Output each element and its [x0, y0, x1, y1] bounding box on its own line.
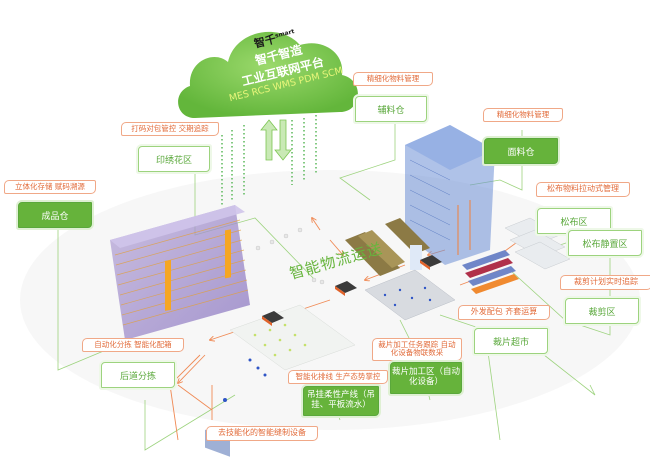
cut-piece-market-label[interactable]: 裁片超市	[474, 328, 548, 354]
agv-robot-icon	[335, 281, 357, 296]
loosening-area-label[interactable]: 松布区	[537, 208, 611, 234]
resting-area-slabs	[504, 217, 571, 270]
material-bins	[255, 227, 325, 285]
cutting-area-label[interactable]: 裁剪区	[565, 298, 639, 324]
data-stream-lines	[221, 115, 317, 205]
finished-goods-rack-illustration	[110, 205, 250, 340]
sync-arrows-icon	[260, 119, 292, 161]
brand-en: smart	[274, 28, 296, 40]
cut-piece-market-illustration	[364, 269, 456, 321]
printing-area-tag: 打码对包管控 交期追踪	[121, 122, 219, 137]
cutting-machines-illustration	[462, 250, 519, 294]
sewing-equipment-tag: 去技能化的智能缝制设备	[206, 426, 318, 441]
cut-piece-processing-label[interactable]: 裁片加工区（自动化设备）	[390, 362, 462, 394]
finished-warehouse-tag: 立体化存储 赋码溯源	[4, 180, 96, 195]
accessory-warehouse-label[interactable]: 辅料仓	[355, 96, 427, 122]
fabric-warehouse-label[interactable]: 面料仓	[484, 138, 558, 164]
cloud-platform-icon	[178, 31, 358, 118]
hanging-line-label[interactable]: 吊挂柔性产线（吊挂、平板流水）	[303, 386, 379, 416]
fabric-warehouse-tag: 精细化物料管理	[483, 108, 563, 123]
hanging-line-tag: 智能化排线 生产态势掌控	[288, 370, 388, 385]
loosening-area-tag: 松布物料拉动式管理	[536, 182, 630, 197]
printing-area-label[interactable]: 印绣花区	[138, 146, 210, 172]
back-sorting-tag: 自动化分拣 智能化配箱	[82, 338, 184, 353]
finished-warehouse-label[interactable]: 成品仓	[18, 202, 92, 228]
cut-piece-market-tag: 外发配包 齐套运算	[458, 305, 550, 320]
fabric-rack-illustration	[405, 125, 495, 265]
agv-robot-icon	[262, 311, 284, 326]
accessory-warehouse-tag: 精细化物料管理	[353, 72, 433, 87]
resting-area-label[interactable]: 松布静置区	[568, 230, 642, 256]
cutting-area-tag: 裁剪计划实时追踪	[560, 275, 650, 290]
accessory-shelves-illustration	[345, 218, 430, 276]
back-sorting-label[interactable]: 后道分拣	[101, 362, 175, 388]
agv-robot-icon	[420, 255, 442, 270]
cut-piece-processing-tag: 裁片加工任务跟踪 自动化设备物联数采	[372, 338, 462, 361]
